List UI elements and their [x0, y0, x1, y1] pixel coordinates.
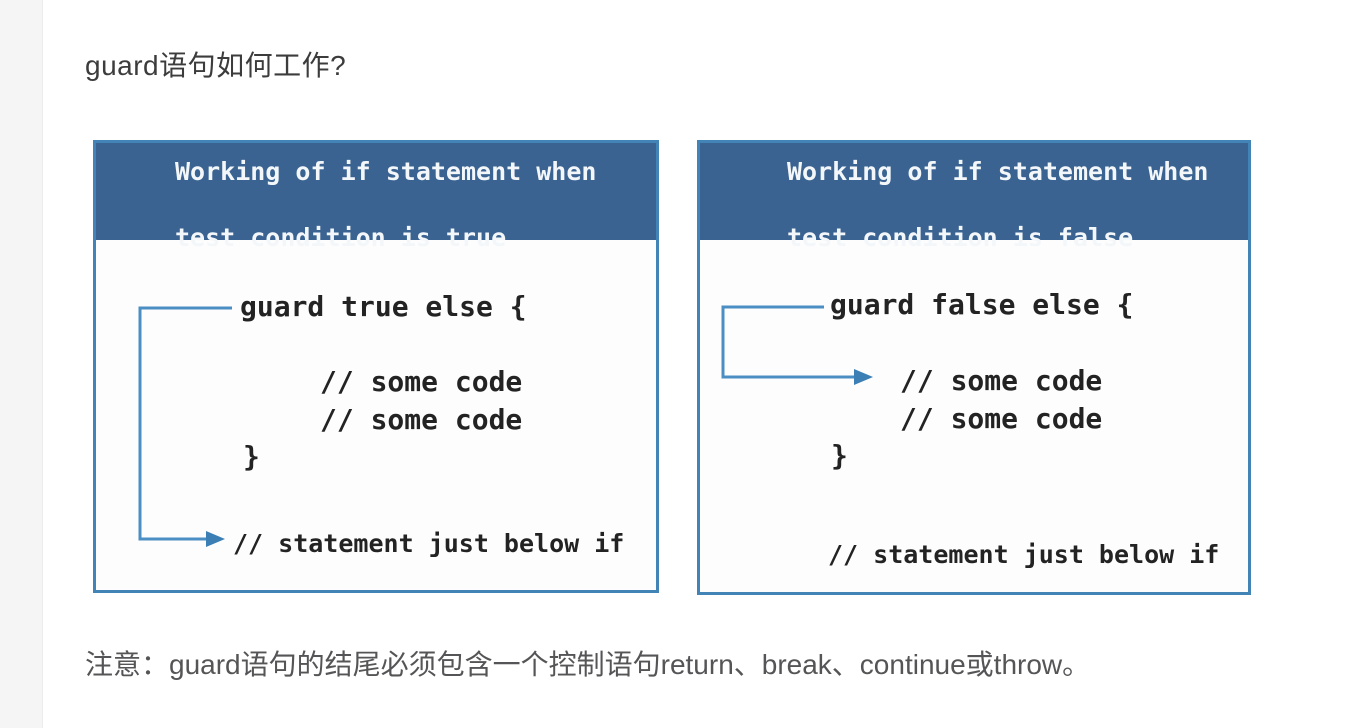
code-statement-line: // statement just below if	[233, 529, 625, 558]
code-statement-line: // statement just below if	[828, 540, 1220, 569]
code-guard-line: guard false else {	[830, 288, 1134, 321]
diagram-header-line2: test condition is false	[787, 223, 1134, 252]
left-gutter	[0, 0, 43, 728]
diagram-guard-false: Working of if statement when test condit…	[697, 140, 1251, 595]
diagram-header-line1: Working of if statement when	[175, 157, 597, 186]
diagram-header: Working of if statement when test condit…	[96, 143, 656, 252]
diagram-header: Working of if statement when test condit…	[700, 143, 1248, 252]
note-text: 注意：guard语句的结尾必须包含一个控制语句return、break、cont…	[85, 649, 1091, 680]
code-comment-line: // some code	[900, 364, 1103, 397]
code-closing-brace: }	[243, 440, 260, 473]
diagram-header-line1: Working of if statement when	[787, 157, 1209, 186]
question-title: guard语句如何工作?	[85, 50, 347, 81]
diagram-guard-true: Working of if statement when test condit…	[93, 140, 659, 593]
code-guard-line: guard true else {	[240, 290, 527, 323]
code-comment-line: // some code	[320, 403, 523, 436]
diagram-header-line2: test condition is true	[175, 223, 507, 252]
code-closing-brace: }	[831, 439, 848, 472]
code-comment-line: // some code	[320, 365, 523, 398]
code-comment-line: // some code	[900, 402, 1103, 435]
